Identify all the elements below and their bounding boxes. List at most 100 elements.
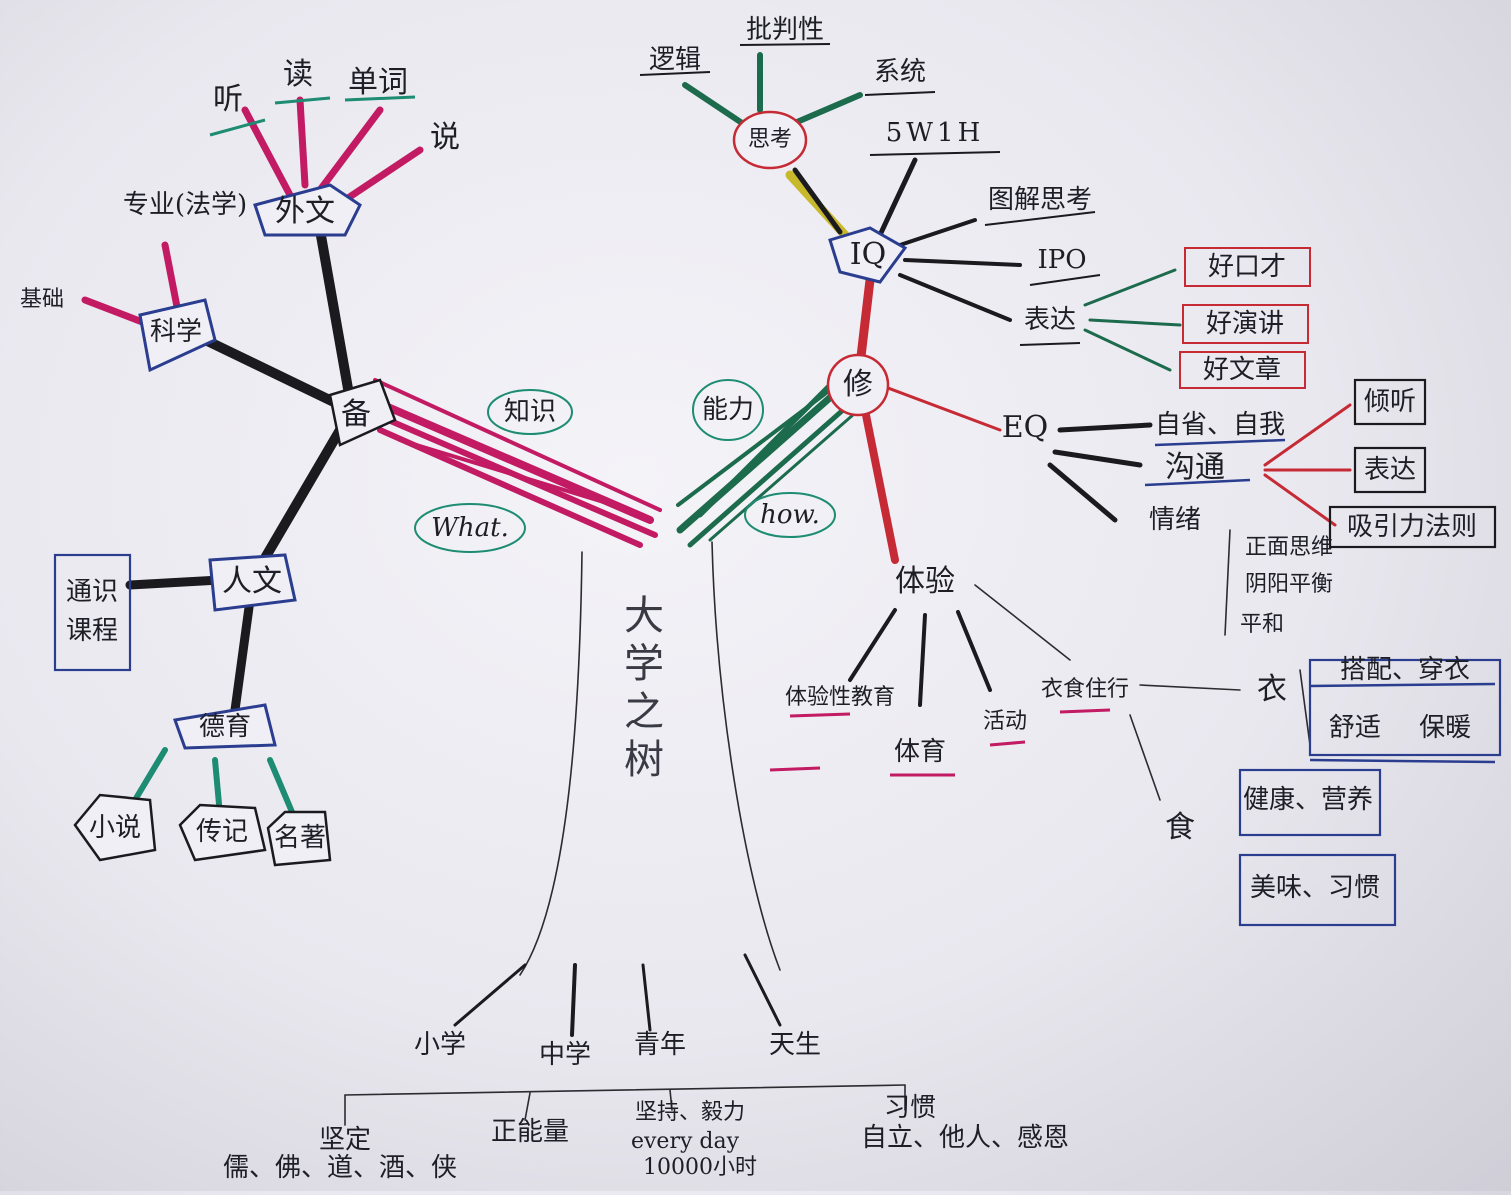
node-siwei xyxy=(732,110,808,170)
oval-zhishi xyxy=(487,389,573,435)
edge-renwen-deyu xyxy=(230,595,255,715)
renwen-label: 人文 xyxy=(222,564,282,599)
tag-ability: 能力 xyxy=(701,395,755,425)
waiwen-child-du: 读 xyxy=(283,57,313,92)
eq-child-goutong: 沟通 xyxy=(1165,450,1225,485)
node-kexue xyxy=(138,298,217,373)
root-qingnian: 青年 xyxy=(633,1030,687,1060)
iq-label: IQ xyxy=(849,237,887,272)
deyu-child-mingzhu: 名著 xyxy=(273,823,327,853)
eq-child-qingxu: 情绪 xyxy=(1148,505,1202,535)
eq-label: EQ xyxy=(1001,410,1049,445)
waiwen-child-danci: 单词 xyxy=(348,65,408,100)
root-zhongxue: 中学 xyxy=(538,1040,592,1070)
yi-child-shushi: 舒适 保暖 xyxy=(1328,713,1472,743)
siwei-child-pipan: 批判性 xyxy=(745,15,825,45)
knowledge-branch xyxy=(356,378,662,548)
iq-child-ipo: IPO xyxy=(1037,245,1087,275)
tiyan-child-huodong: 活动 xyxy=(982,709,1028,734)
root-xiaoxue: 小学 xyxy=(413,1030,467,1060)
box-haowenzhang xyxy=(1179,351,1306,389)
yi-child-dapei: 搭配、穿衣 xyxy=(1339,655,1471,685)
tag-how: how. xyxy=(760,500,820,530)
box-xiyinli xyxy=(1328,505,1497,549)
edge-bei-renwen xyxy=(250,425,345,580)
communication-xiyinli: 吸引力法则 xyxy=(1346,512,1478,542)
node-xiu xyxy=(826,353,890,417)
iq-child-tujie: 图解思考 xyxy=(987,185,1093,215)
box-biaoda xyxy=(1353,446,1427,494)
trunk-title: 大学之树 xyxy=(617,594,663,786)
edge-xiu-tiyan xyxy=(861,406,899,564)
iq-child-biaoda: 表达 xyxy=(1023,305,1077,335)
shi-label: 食 xyxy=(1165,810,1195,845)
edge-xiu-eq xyxy=(878,383,1002,432)
node-renwen xyxy=(208,553,297,612)
box-tongshi xyxy=(53,553,132,672)
bottom-everyday: every day xyxy=(630,1129,740,1154)
tiyan-child-jiaoyu: 体验性教育 xyxy=(784,685,896,710)
ability-hub-label: 修 xyxy=(843,367,873,402)
tag-what: What. xyxy=(431,513,509,543)
edge-bei-waiwen xyxy=(315,225,355,405)
siwei-child-xitong: 系统 xyxy=(873,57,927,87)
box-yi xyxy=(1308,658,1502,757)
deyu-label: 德育 xyxy=(198,712,252,742)
tiyan-child-yishizhuxing: 衣食住行 xyxy=(1040,677,1130,702)
communication-qingting: 倾听 xyxy=(1363,387,1417,417)
waiwen-child-shuo: 说 xyxy=(430,120,460,155)
bottom-jianding: 坚定 xyxy=(318,1125,372,1155)
communication-biaoda: 表达 xyxy=(1363,455,1417,485)
kexue-child-zhuanye: 专业(法学) xyxy=(122,190,248,220)
kexue-label: 科学 xyxy=(149,317,203,347)
knowledge-hub-label: 备 xyxy=(341,397,371,432)
bottom-10000: 10000小时 xyxy=(643,1155,757,1180)
shi-child-meiwei: 美味、习惯 xyxy=(1249,873,1381,903)
emotion-note-1: 正面思维 xyxy=(1245,535,1334,560)
root-tiansheng: 天生 xyxy=(768,1030,822,1060)
oval-what xyxy=(414,503,526,553)
box-shi-1 xyxy=(1238,768,1382,837)
expression-haowenzhang: 好文章 xyxy=(1202,355,1282,385)
node-waiwen xyxy=(253,183,362,237)
iq-child-5w1h: 5W1H xyxy=(885,118,985,148)
edge-renwen-tongshi xyxy=(125,575,225,590)
node-deyu xyxy=(172,703,277,750)
bottom-xiguan: 习惯 xyxy=(883,1093,937,1123)
trunk-right-line xyxy=(711,541,781,971)
edge-bei-kexue xyxy=(190,330,345,410)
node-mingzhu xyxy=(266,810,332,867)
siwei-label: 思考 xyxy=(747,127,793,152)
renwen-child-tongshi: 通识课程 xyxy=(65,577,118,646)
box-haoyanjiang xyxy=(1182,304,1309,344)
waiwen-label: 外文 xyxy=(275,194,335,229)
node-bei xyxy=(328,378,397,447)
trunk-left-line xyxy=(519,551,583,976)
tiyan-child-tiyu: 体育 xyxy=(893,737,947,767)
deyu-child-xiaoshuo: 小说 xyxy=(88,813,142,843)
tiyan-label: 体验 xyxy=(895,564,955,599)
bottom-rufodao: 儒、佛、道、酒、侠 xyxy=(222,1153,458,1183)
oval-nengli xyxy=(692,379,764,441)
node-zhuanji xyxy=(178,803,267,862)
yi-label: 衣 xyxy=(1257,672,1287,707)
bottom-zili: 自立、他人、感恩 xyxy=(860,1123,1070,1153)
expression-haokoucai: 好口才 xyxy=(1207,252,1287,282)
bottom-zhengnengliang: 正能量 xyxy=(490,1117,570,1147)
box-haokoucai xyxy=(1184,247,1311,287)
deyu-child-zhuanji: 传记 xyxy=(195,817,249,847)
emotion-note-2: 阴阳平衡 xyxy=(1245,572,1334,597)
waiwen-child-ting: 听 xyxy=(213,82,243,117)
node-iq xyxy=(828,226,908,284)
expression-haoyanjiang: 好演讲 xyxy=(1205,309,1285,339)
kexue-child-jichu: 基础 xyxy=(19,287,65,312)
tag-knowledge: 知识 xyxy=(503,397,557,427)
oval-how xyxy=(744,492,836,538)
shi-child-jiankang: 健康、营养 xyxy=(1242,785,1374,815)
node-xiaoshuo xyxy=(73,793,157,862)
ability-branch xyxy=(676,367,872,548)
emotion-note-3: 平和 xyxy=(1240,612,1285,637)
siwei-child-luoji: 逻辑 xyxy=(648,45,702,75)
